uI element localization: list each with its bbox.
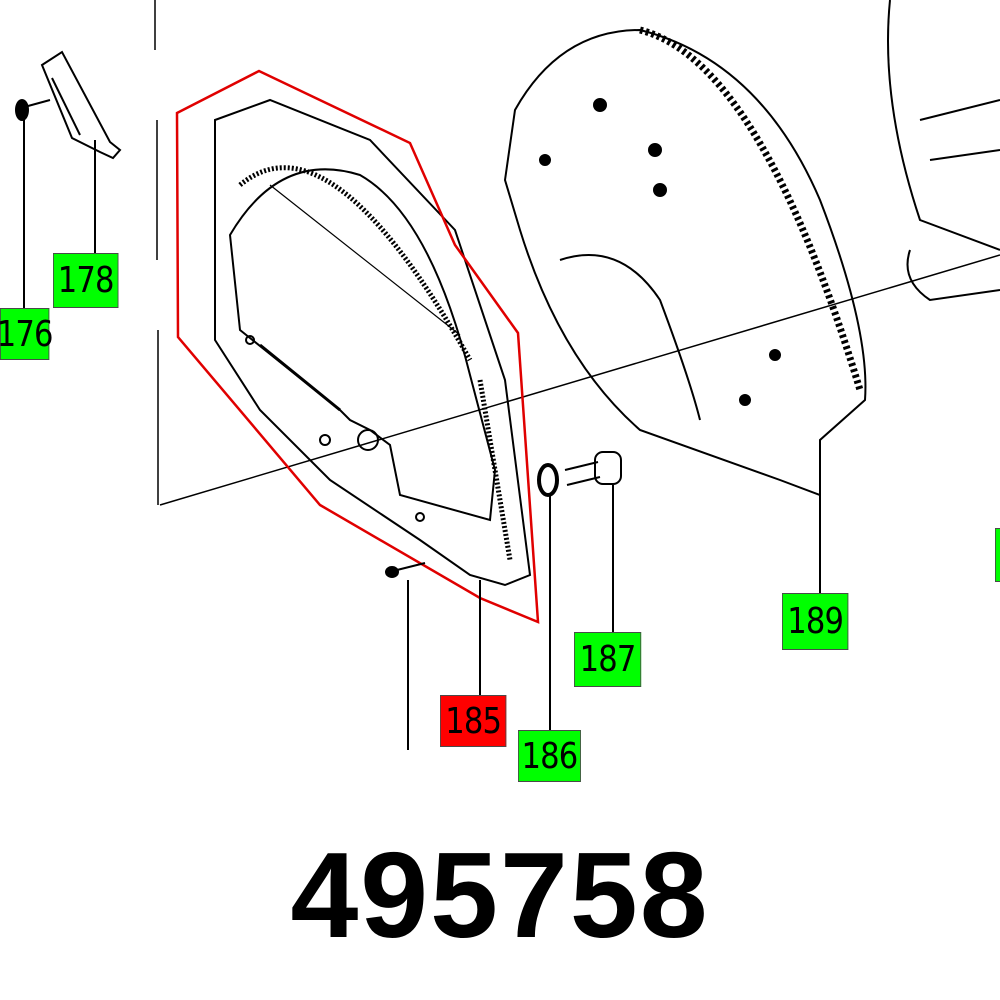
callout-185[interactable]: 185 (440, 695, 507, 747)
callout-leaders (23, 120, 821, 750)
callout-176[interactable]: 176 (0, 308, 53, 360)
part-189-guard-cover (503, 26, 867, 497)
assembly-axis-lines (154, 0, 1000, 506)
part-185-guard-plate (214, 98, 532, 587)
screw-part (385, 562, 426, 578)
callout-178[interactable]: 178 (53, 253, 119, 308)
callout-189[interactable]: 189 (782, 593, 849, 650)
selected-part-outline (175, 69, 540, 624)
part-176-screw (15, 99, 51, 121)
part-186-washer (537, 463, 559, 497)
callout-187[interactable]: 187 (574, 632, 642, 687)
callout-offscreen[interactable] (995, 528, 1000, 582)
part-number: 495758 (290, 827, 710, 963)
callout-186[interactable]: 186 (518, 730, 581, 782)
machine-housing-partial (887, 0, 1000, 302)
part-178-clip (40, 50, 122, 160)
part-187-bushing (564, 451, 622, 486)
